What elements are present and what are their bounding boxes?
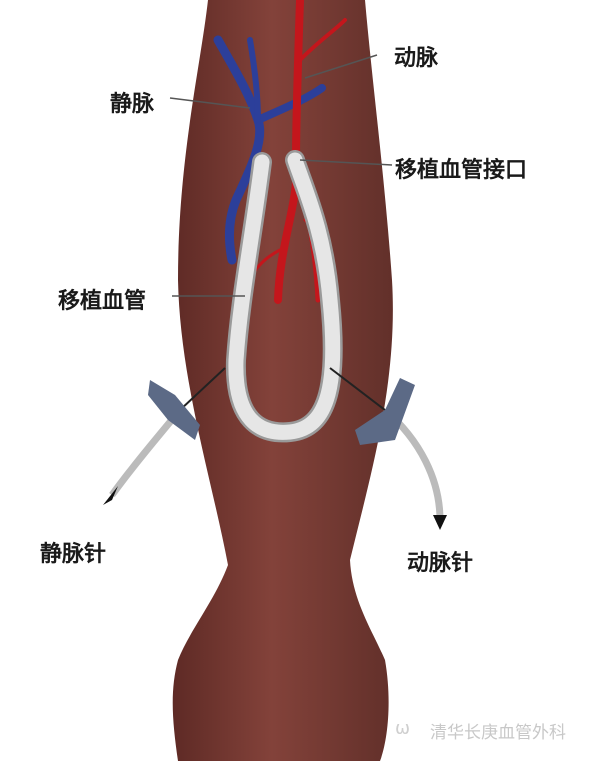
label-graft: 移植血管 bbox=[58, 289, 147, 314]
label-venous-needle: 静脉针 bbox=[40, 542, 107, 567]
label-graft-anastomosis: 移植血管接口 bbox=[395, 158, 528, 183]
label-artery: 动脉 bbox=[394, 46, 439, 71]
vein bbox=[213, 35, 326, 265]
label-arterial-needle: 动脉针 bbox=[407, 551, 474, 576]
label-vein: 静脉 bbox=[110, 92, 155, 117]
venous-needle bbox=[109, 367, 226, 498]
flow-arrows bbox=[103, 486, 447, 530]
watermark: 清华长庚血管外科 bbox=[430, 723, 566, 743]
arterial-needle bbox=[329, 367, 444, 521]
forearm bbox=[172, 0, 393, 761]
leader-lines bbox=[169, 54, 393, 297]
wechat-icon: ω bbox=[395, 718, 411, 739]
